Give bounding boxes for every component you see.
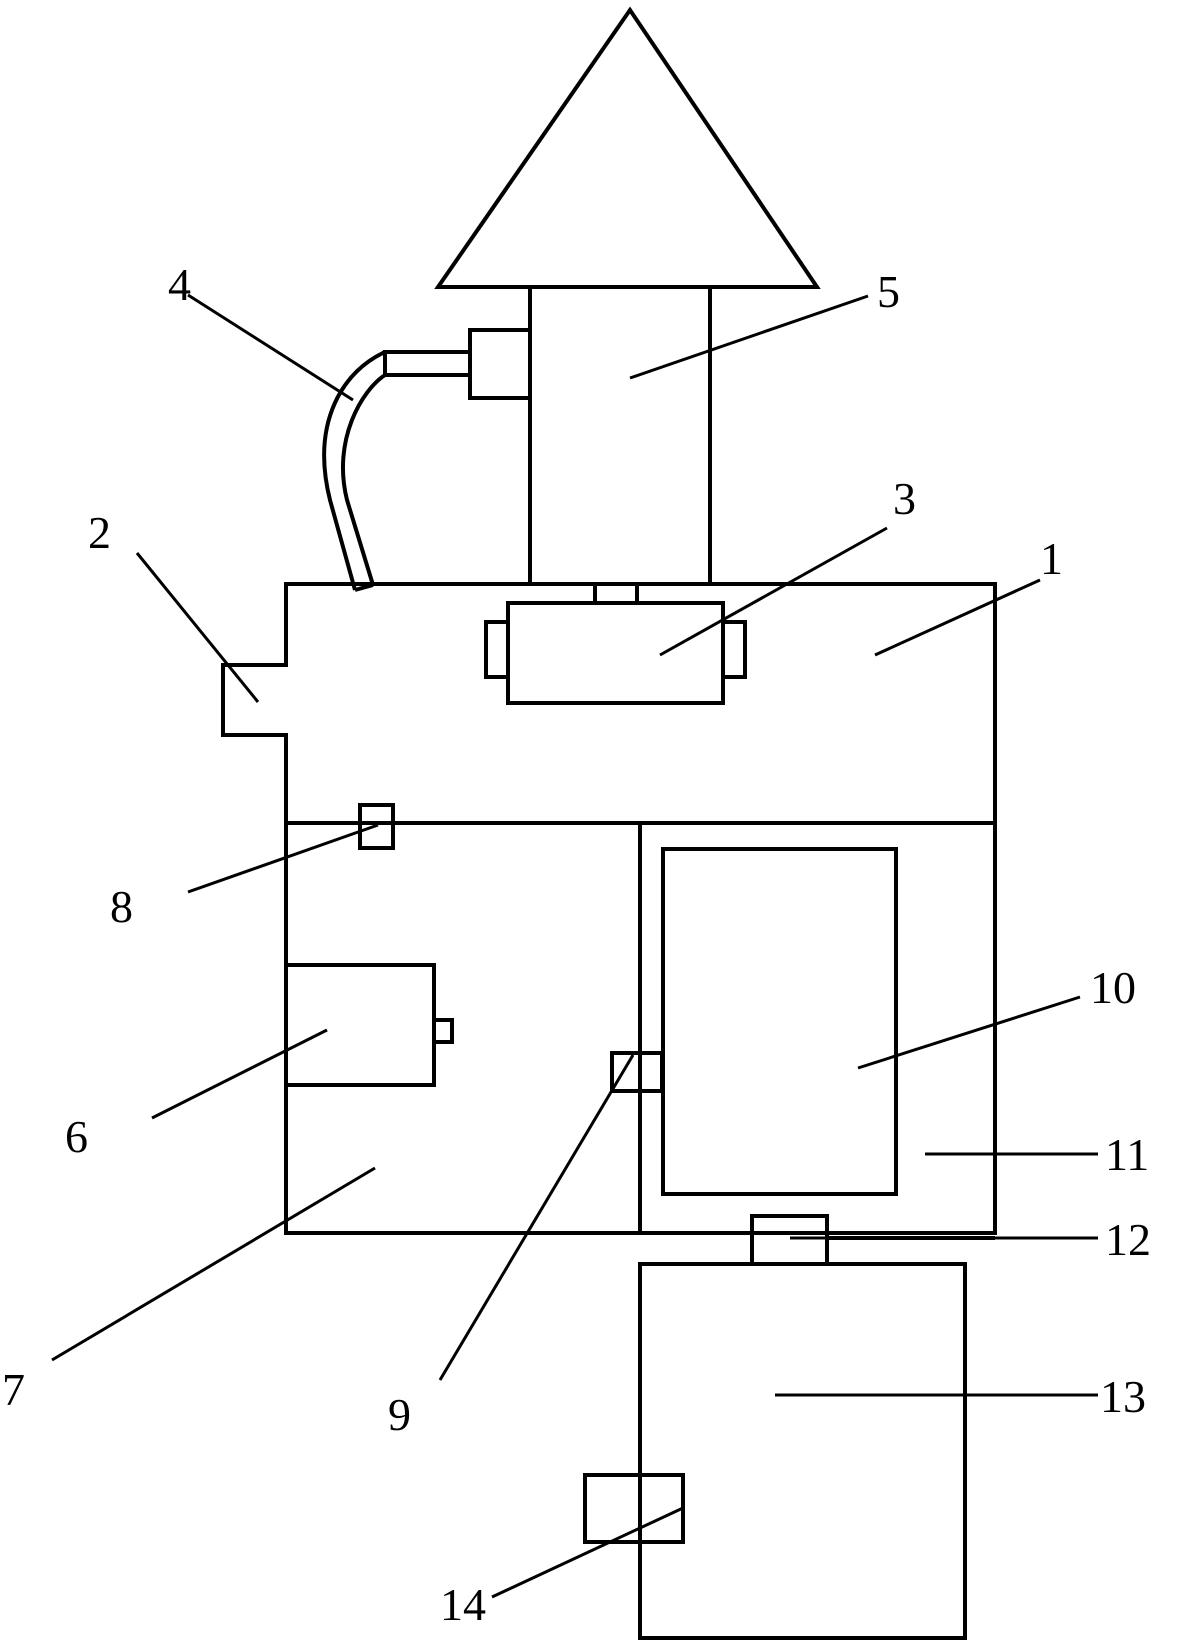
hose-outer — [322, 350, 386, 591]
joint-12 — [750, 1214, 829, 1266]
leader-5 — [629, 294, 869, 380]
label-4: 4 — [168, 259, 191, 310]
label-10: 10 — [1090, 962, 1136, 1013]
fan-unit — [506, 601, 725, 705]
label-3: 3 — [893, 473, 916, 524]
box-6-knob — [432, 1018, 454, 1044]
leader-3 — [659, 526, 888, 657]
leader-6 — [151, 1028, 328, 1120]
leader-10 — [857, 995, 1081, 1070]
label-6: 6 — [65, 1111, 88, 1162]
label-12: 12 — [1105, 1214, 1151, 1265]
valve-8 — [358, 803, 395, 850]
hose-inner — [341, 373, 387, 586]
chimney-side-port — [468, 328, 530, 400]
leader-14 — [491, 1506, 684, 1599]
leader-2 — [135, 552, 260, 703]
label-9: 9 — [388, 1389, 411, 1440]
label-5: 5 — [877, 266, 900, 317]
roof-cap — [434, 6, 821, 289]
label-13: 13 — [1100, 1371, 1146, 1422]
label-8: 8 — [110, 881, 133, 932]
tank-13 — [638, 1262, 967, 1640]
label-2: 2 — [88, 507, 111, 558]
hose-connector — [383, 350, 472, 377]
label-14: 14 — [440, 1579, 486, 1630]
box-6 — [284, 963, 436, 1087]
label-1: 1 — [1040, 533, 1063, 584]
chimney-column — [528, 287, 712, 584]
leader-8 — [187, 823, 379, 894]
leader-7 — [51, 1166, 376, 1362]
upper-housing — [221, 582, 997, 825]
label-7: 7 — [2, 1364, 25, 1415]
label-11: 11 — [1105, 1129, 1149, 1180]
leader-4 — [187, 293, 354, 402]
leader-1 — [874, 578, 1041, 657]
connector-9 — [610, 1051, 664, 1093]
fan-unit-right-cap — [721, 620, 747, 679]
fan-unit-mount — [593, 582, 639, 605]
fan-unit-left-cap — [484, 620, 510, 679]
container-10 — [661, 847, 898, 1196]
leader-9 — [438, 1054, 635, 1381]
